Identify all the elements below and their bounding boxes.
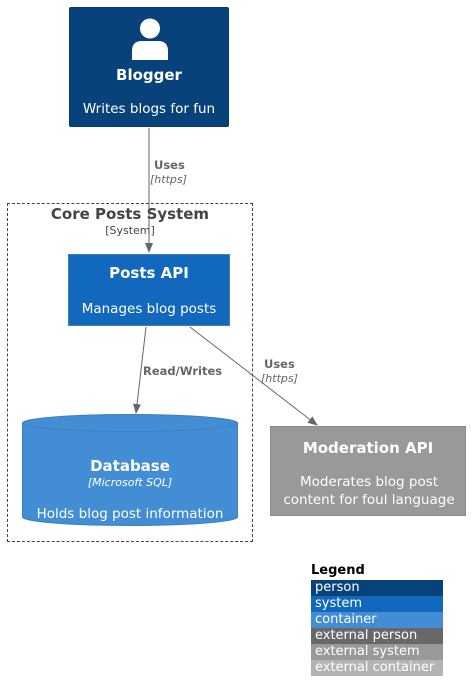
rel-label-blogger-api: Uses (154, 158, 185, 172)
legend-item-external-system: external system (311, 644, 443, 660)
external-system-name: Moderation API (302, 439, 434, 457)
database-description: Holds blog post information (36, 506, 224, 522)
database-technology: [Microsoft SQL] (87, 476, 173, 489)
rel-label-api-moderation: Uses (264, 357, 295, 371)
legend-item-container: container (311, 612, 443, 628)
external-system-description: Moderates blog post content for foul lan… (277, 473, 461, 509)
arrow-api-to-moderation (189, 326, 318, 426)
legend: person system container external person … (311, 580, 443, 676)
external-system-description-line2: content for foul language (283, 492, 455, 508)
system-boundary: Core Posts System [System] (7, 203, 253, 542)
external-system-moderation-api[interactable]: Moderation API Moderates blog post conte… (270, 426, 466, 516)
database-name: Database (90, 457, 170, 475)
boundary-title: Core Posts System (50, 205, 210, 223)
rel-label-api-db: Read/Writes (143, 364, 223, 378)
legend-item-system: system (311, 596, 443, 612)
legend-item-external-container: external container (311, 660, 443, 676)
rel-tech-blogger-api: [https] (150, 173, 187, 186)
person-description: Writes blogs for fun (82, 101, 216, 117)
external-system-description-line1: Moderates blog post (299, 474, 439, 490)
database-cylinder[interactable] (22, 414, 238, 526)
person-icon (132, 18, 168, 60)
person-name: Blogger (116, 66, 182, 84)
boundary-tag: [System] (105, 224, 155, 237)
arrow-api-to-database (133, 326, 147, 414)
container-name: Posts API (109, 264, 189, 282)
container-posts-api[interactable]: Posts API Manages blog posts (68, 254, 230, 326)
person-blogger[interactable]: Blogger Writes blogs for fun (69, 7, 229, 127)
legend-title: Legend (311, 563, 365, 578)
container-description: Manages blog posts (81, 301, 217, 317)
legend-item-person: person (311, 580, 443, 596)
legend-item-external-person: external person (311, 628, 443, 644)
rel-tech-api-moderation: [https] (261, 372, 298, 385)
